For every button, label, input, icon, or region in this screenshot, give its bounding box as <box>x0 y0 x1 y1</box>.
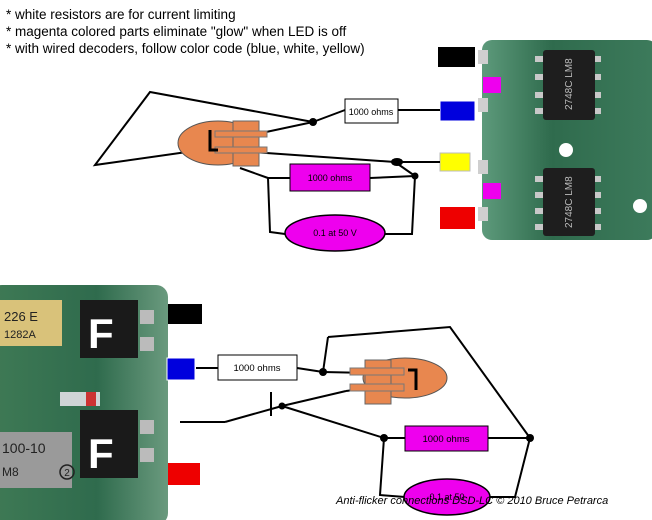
top-red-wire <box>440 207 475 229</box>
top-magenta-part-1 <box>483 77 501 93</box>
part-label-3: 100-10 <box>2 440 46 456</box>
top-resistor-white: 1000 ohms <box>344 98 399 124</box>
top-led <box>177 120 268 167</box>
top-chip-2: 2748C LM8 <box>535 168 601 236</box>
part-label-4: M8 <box>2 465 19 479</box>
pad-letter-1: F <box>88 310 114 357</box>
part-label-1: 226 E <box>4 309 38 324</box>
pad-letter-2: F <box>88 430 114 477</box>
note-1: * white resistors are for current limiti… <box>6 7 236 22</box>
top-capacitor-label: 0.1 at 50 V <box>313 228 357 238</box>
top-resistor-white-label: 1000 ohms <box>349 107 394 117</box>
note-3: * with wired decoders, follow color code… <box>6 41 365 56</box>
top-magenta-part-2 <box>483 183 501 199</box>
top-chip-2-label: 2748C LM8 <box>564 176 575 228</box>
note-2: * magenta colored parts eliminate "glow"… <box>6 24 347 39</box>
top-resistor-magenta: 1000 ohms <box>289 163 371 192</box>
bottom-circuit <box>180 325 531 498</box>
bottom-white-wire <box>169 411 199 420</box>
bottom-junction-dots <box>278 368 534 442</box>
part-label-2: 1282A <box>4 329 36 341</box>
bottom-resistor-white-label: 1000 ohms <box>233 363 280 374</box>
top-decoder-board: 2748C LM8 2748C LM8 <box>438 40 652 240</box>
bottom-red-wire <box>168 463 200 485</box>
top-resistor-magenta-label: 1000 ohms <box>308 173 353 183</box>
bottom-capacitor: 0.1 at 50 <box>403 478 491 516</box>
credit-caption: Anti-flicker connections DSD-LC © 2010 B… <box>336 495 609 507</box>
top-junction-dots <box>309 118 419 180</box>
part-label-5: 2 <box>64 468 70 479</box>
bottom-resistor-magenta: 1000 ohms <box>404 425 489 452</box>
top-black-wire <box>438 47 475 67</box>
notes: * white resistors are for current limiti… <box>6 6 365 57</box>
bottom-resistor-white: 1000 ohms <box>217 354 298 381</box>
bottom-led <box>349 357 448 405</box>
bottom-decoder-board: 226 E 1282A 100-10 M8 2 F F <box>0 285 202 520</box>
bottom-capacitor-label: 0.1 at 50 <box>429 492 464 502</box>
top-chip-1: 2748C LM8 <box>535 50 601 120</box>
bottom-black-wire <box>168 304 202 324</box>
top-chip-1-label: 2748C LM8 <box>564 58 575 110</box>
top-blue-wire <box>439 100 476 122</box>
bottom-blue-wire <box>166 357 196 381</box>
bottom-resistor-magenta-label: 1000 ohms <box>422 434 469 445</box>
top-capacitor: 0.1 at 50 V <box>284 214 386 252</box>
top-yellow-wire <box>439 152 471 172</box>
